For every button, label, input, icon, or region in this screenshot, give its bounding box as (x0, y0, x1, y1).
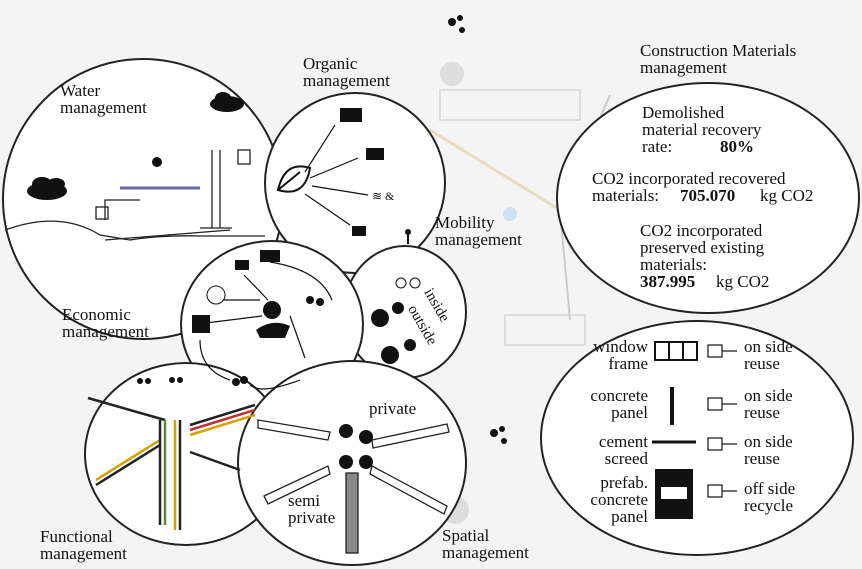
construction-title: Construction Materials management (640, 41, 797, 77)
material-action-concrete: on side reuse (744, 386, 793, 422)
material-name-window: window frame (593, 337, 648, 373)
material-name-prefab: prefab. concrete panel (590, 473, 648, 526)
spatial-nodes (339, 424, 373, 469)
spatial-paths (257, 419, 450, 554)
water-system (4, 149, 265, 241)
material-arrows (707, 344, 737, 498)
sun-icon (152, 157, 162, 167)
spatial-title: Spatial management (442, 526, 529, 562)
economic-title: Economic management (62, 305, 149, 341)
spatial-semi-private: semi private (288, 491, 336, 527)
material-action-window: on side reuse (744, 337, 793, 373)
materials-icons (652, 341, 698, 519)
functional-lines (87, 396, 256, 530)
people-icons (137, 377, 183, 384)
co2-recovered-unit: kg CO2 (760, 186, 814, 205)
mobility-title: Mobility management (435, 213, 522, 249)
organic-title: Organic management (303, 54, 390, 90)
cloud-icon (27, 92, 244, 200)
leaf-icon (276, 165, 312, 193)
recovery-label: Demolished material recovery rate: (642, 103, 762, 156)
link-nodes-icon (448, 15, 507, 444)
co2-recovered-label: CO2 incorporated recovered materials: (592, 169, 786, 205)
water-title: Water management (60, 81, 147, 117)
organic-icons: ≋ & (340, 108, 395, 236)
material-name-concrete: concrete panel (590, 386, 648, 422)
spatial-private: private (369, 399, 417, 418)
co2-preserved-value: 387.995 (640, 272, 696, 291)
co2-preserved-label: CO2 incorporated preserved existing mate… (640, 221, 765, 274)
co2-recovered-value: 705.070 (680, 186, 736, 205)
recovery-value: 80% (720, 137, 754, 156)
material-action-screed: on side reuse (744, 432, 793, 468)
mobility-icons (371, 229, 421, 364)
economic-icons (192, 250, 324, 386)
co2-ellipse (556, 82, 860, 314)
svg-text:≋ &: ≋ & (372, 189, 395, 203)
material-name-screed: cement screed (598, 432, 648, 468)
material-action-prefab: off side recycle (744, 479, 796, 515)
functional-title: Functional management (40, 527, 127, 563)
co2-preserved-unit: kg CO2 (716, 272, 770, 291)
